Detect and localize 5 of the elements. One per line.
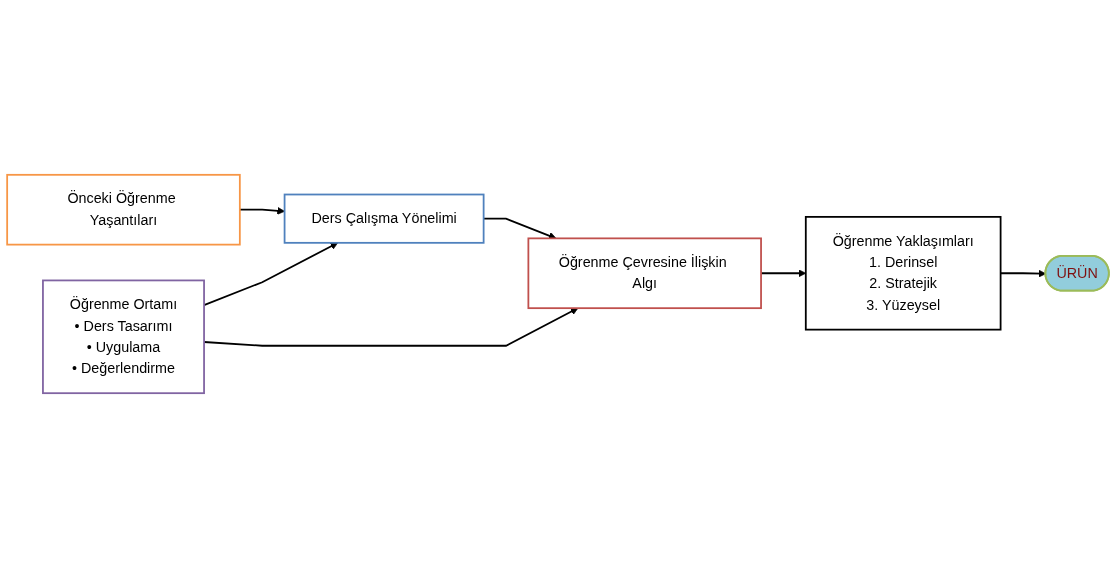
- node-box: Ders Çalışma Yönelimi: [283, 193, 485, 244]
- node-box: Öğrenme Çevresine İlişkin Algı: [527, 237, 762, 310]
- node-box: Öğrenme Ortamı • Ders Tasarımı • Uygulama • Değerlendirme: [42, 279, 205, 395]
- node-box: Önceki Öğrenme Yaşantıları: [6, 173, 241, 246]
- node-box: Öğrenme Yaklaşımları 1. Derinsel 2. Stratejik 3. Yüzeysel: [804, 216, 1002, 331]
